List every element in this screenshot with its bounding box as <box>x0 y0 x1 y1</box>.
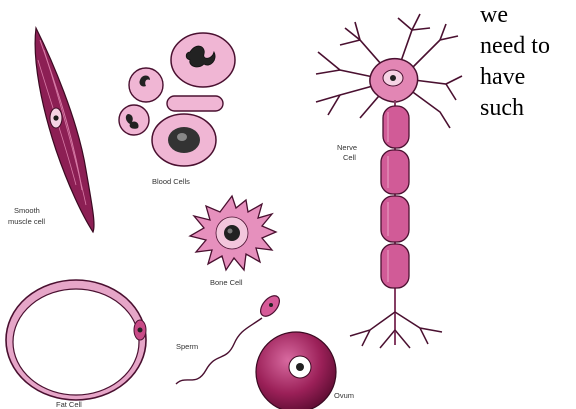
fat-cell <box>6 280 146 400</box>
side-paragraph: we need to have such <box>480 0 576 124</box>
fat-cell-label: Fat Cell <box>56 400 82 409</box>
nerve-cell <box>316 14 462 348</box>
bone-cell-label: Bone Cell <box>210 278 243 287</box>
smooth-muscle-label-line1: Smooth <box>14 206 40 215</box>
side-text-line: need to <box>480 31 576 62</box>
blood-cells <box>119 33 235 166</box>
nerve-cell-label-line2: Cell <box>343 153 356 162</box>
bone-cell <box>190 196 276 270</box>
side-text-line: such <box>480 93 576 124</box>
smooth-muscle-label-line2: muscle cell <box>8 217 45 226</box>
side-text-line: we <box>480 0 576 31</box>
cell-types-illustration: Smooth muscle cell Blood Cells Bone Cell <box>0 0 465 409</box>
sperm-label: Sperm <box>176 342 198 351</box>
ovum-cell <box>256 332 336 409</box>
ovum-label: Ovum <box>334 391 354 400</box>
blood-cells-label: Blood Cells <box>152 177 190 186</box>
smooth-muscle-cell <box>35 28 94 232</box>
nerve-cell-label-line1: Nerve <box>337 143 357 152</box>
side-text-line: have <box>480 62 576 93</box>
